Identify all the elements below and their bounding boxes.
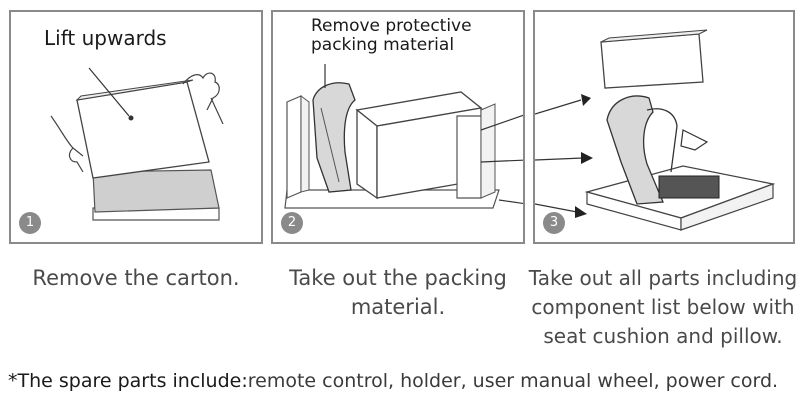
caption-line: component list below with (531, 295, 795, 319)
step-3-caption: Take out all parts including component l… (522, 264, 804, 351)
note-lead: *The spare parts include: (8, 370, 248, 392)
step-2-panel: Remove protective packing material 2 (271, 10, 525, 244)
step-1-panel: Lift upwards 1 (9, 10, 263, 244)
caption-line: Take out all parts including (528, 266, 798, 290)
packing-material-illustration (284, 64, 523, 209)
step-number-badge: 2 (281, 212, 303, 234)
step-2-caption: Take out the packing material. (271, 264, 525, 322)
spare-parts-note: *The spare parts include:remote control,… (8, 370, 778, 392)
step-3-panel: 3 (533, 10, 795, 244)
step-number-badge: 1 (19, 212, 41, 234)
remove-protective-label: Remove protective packing material (311, 17, 472, 55)
lift-upwards-label: Lift upwards (44, 26, 167, 50)
carton-lift-illustration (50, 67, 224, 221)
caption-line: material. (350, 295, 446, 319)
label-line: Remove protective (311, 16, 472, 36)
note-text: remote control, holder, user manual whee… (247, 370, 779, 392)
parts-removed-illustration (535, 29, 776, 231)
caption-line: seat cushion and pillow. (543, 324, 783, 348)
label-line: packing material (311, 35, 455, 55)
step-1-caption: Remove the carton. (32, 266, 240, 290)
step-number-badge: 3 (543, 212, 565, 234)
caption-line: Take out the packing (289, 266, 507, 290)
